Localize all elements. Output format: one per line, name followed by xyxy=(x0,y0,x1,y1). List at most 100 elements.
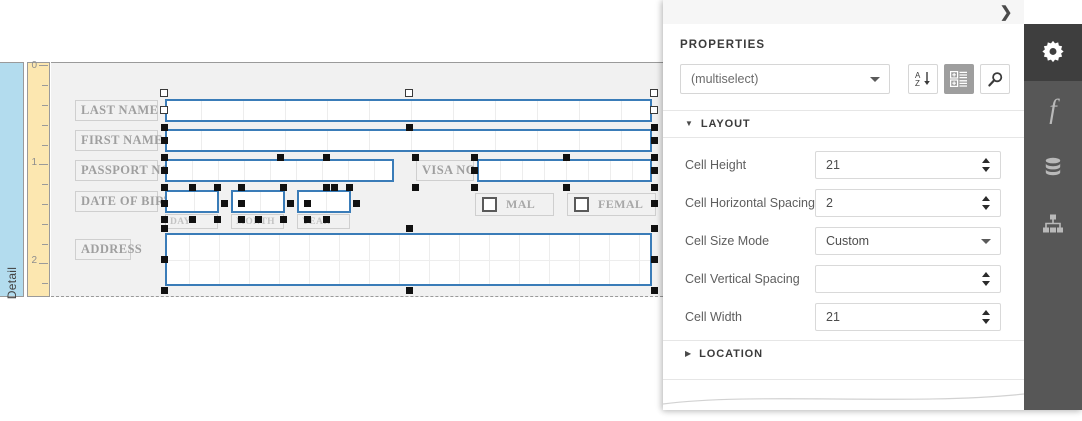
field-label-last-name[interactable]: LAST NAME xyxy=(75,100,158,121)
selection-handle[interactable] xyxy=(651,225,658,232)
selection-handle[interactable] xyxy=(161,184,168,191)
field-label-address[interactable]: ADDRESS xyxy=(75,239,142,260)
report-design-surface[interactable]: Detail 0 1 2 LAST NAME FIRST NAME PASSPO… xyxy=(0,60,663,299)
selection-handle[interactable] xyxy=(238,200,245,207)
checkbox-male[interactable]: MAL xyxy=(475,193,554,216)
selection-handle[interactable] xyxy=(277,154,284,161)
checkbox-box-icon xyxy=(574,197,589,212)
selection-handle[interactable] xyxy=(280,184,287,191)
selection-handle[interactable] xyxy=(161,225,168,232)
collapse-panel-icon[interactable]: ❯ xyxy=(999,3,1013,21)
selection-handle[interactable] xyxy=(255,216,262,223)
checkbox-female[interactable]: FEMAL xyxy=(567,193,656,216)
group-header-location[interactable]: ▶ LOCATION xyxy=(663,340,1024,367)
cell-width-input[interactable]: 21 xyxy=(815,303,1001,331)
spinner-icon[interactable] xyxy=(982,309,991,325)
search-properties-button[interactable] xyxy=(980,64,1010,94)
selection-handle[interactable] xyxy=(406,287,413,294)
spinner-icon[interactable] xyxy=(982,195,991,211)
property-label: Cell Vertical Spacing xyxy=(685,272,800,286)
selection-handle[interactable] xyxy=(304,216,311,223)
selection-handle[interactable] xyxy=(471,167,478,174)
selection-handle[interactable] xyxy=(651,287,658,294)
selection-handle[interactable] xyxy=(563,184,570,191)
spinner-icon[interactable] xyxy=(982,271,991,287)
selection-handle[interactable] xyxy=(214,184,221,191)
selection-handle[interactable] xyxy=(412,184,419,191)
selection-handle[interactable] xyxy=(161,287,168,294)
selection-handle[interactable] xyxy=(651,137,658,144)
rail-item-expressions[interactable]: f xyxy=(1024,81,1082,138)
selection-handle[interactable] xyxy=(323,216,330,223)
comb-field-year[interactable] xyxy=(297,190,351,213)
selection-handle[interactable] xyxy=(412,154,419,161)
field-label-visa-no[interactable]: VISA NO. xyxy=(416,160,479,181)
selection-handle[interactable] xyxy=(346,184,353,191)
comb-field-last-name[interactable] xyxy=(165,99,652,122)
cell-size-mode-select[interactable]: Custom xyxy=(815,227,1001,255)
rail-item-report-explorer[interactable] xyxy=(1024,195,1082,252)
selection-handle[interactable] xyxy=(189,216,196,223)
selection-handle[interactable] xyxy=(651,167,658,174)
comb-cells xyxy=(479,161,650,180)
comb-field-day[interactable] xyxy=(165,190,219,213)
design-canvas[interactable]: LAST NAME FIRST NAME PASSPORT NO. DATE O… xyxy=(51,62,663,297)
selection-handle[interactable] xyxy=(161,200,168,207)
selection-handle[interactable] xyxy=(651,124,658,131)
selection-handle[interactable] xyxy=(651,154,658,161)
rail-item-properties[interactable] xyxy=(1024,24,1082,81)
selection-handle[interactable] xyxy=(189,184,196,191)
selection-handle[interactable] xyxy=(563,154,570,161)
rail-item-data-source[interactable] xyxy=(1024,138,1082,195)
selection-handle[interactable] xyxy=(406,124,413,131)
selection-handle[interactable] xyxy=(651,256,658,263)
selection-handle[interactable] xyxy=(406,225,413,232)
cell-vertical-spacing-input[interactable] xyxy=(815,265,1001,293)
selection-handle[interactable] xyxy=(161,124,168,131)
selection-handle[interactable] xyxy=(323,154,330,161)
selection-handle[interactable] xyxy=(651,200,658,207)
selection-handle[interactable] xyxy=(471,154,478,161)
field-label-year[interactable]: YEAR xyxy=(297,214,350,229)
comb-field-address[interactable] xyxy=(165,233,652,286)
selection-handle[interactable] xyxy=(650,106,658,114)
object-select[interactable]: (multiselect) xyxy=(680,64,890,94)
selection-handle[interactable] xyxy=(221,200,228,207)
cell-horizontal-spacing-input[interactable]: 2 xyxy=(815,189,1001,217)
property-row-cell-horizontal-spacing: Cell Horizontal Spacing 2 xyxy=(663,184,1024,222)
selection-handle[interactable] xyxy=(331,184,338,191)
selection-handle[interactable] xyxy=(161,167,168,174)
selection-handle[interactable] xyxy=(304,200,311,207)
selection-handle[interactable] xyxy=(287,200,294,207)
selection-handle[interactable] xyxy=(280,216,287,223)
selection-handle[interactable] xyxy=(161,216,168,223)
selection-handle[interactable] xyxy=(405,89,413,97)
comb-field-passport-no[interactable] xyxy=(165,159,394,182)
selection-handle[interactable] xyxy=(161,256,168,263)
spinner-icon[interactable] xyxy=(982,157,991,173)
comb-field-first-name[interactable] xyxy=(165,129,652,152)
selection-handle[interactable] xyxy=(238,216,245,223)
selection-handle[interactable] xyxy=(650,89,658,97)
group-header-size[interactable]: ▶ SIZE xyxy=(663,379,1024,396)
selection-handle[interactable] xyxy=(161,137,168,144)
selection-handle[interactable] xyxy=(323,184,330,191)
categorized-view-button[interactable] xyxy=(944,64,974,94)
selection-handle[interactable] xyxy=(238,184,245,191)
group-header-layout[interactable]: ▼ LAYOUT xyxy=(663,110,1024,138)
cell-height-input[interactable]: 21 xyxy=(815,151,1001,179)
field-label-first-name[interactable]: FIRST NAME xyxy=(75,130,163,151)
selection-handle[interactable] xyxy=(214,216,221,223)
comb-field-visa-no[interactable] xyxy=(477,159,652,182)
band-detail[interactable]: Detail xyxy=(0,62,24,299)
selection-handle[interactable] xyxy=(160,106,168,114)
selection-handle[interactable] xyxy=(471,184,478,191)
selection-handle[interactable] xyxy=(160,89,168,97)
sort-alphabetical-button[interactable]: A Z xyxy=(908,64,938,94)
selection-handle[interactable] xyxy=(353,200,360,207)
field-label-date-of-birth[interactable]: DATE OF BIRTH xyxy=(75,191,183,212)
selection-handle[interactable] xyxy=(161,154,168,161)
selection-handle[interactable] xyxy=(651,184,658,191)
field-label-passport-no[interactable]: PASSPORT NO. xyxy=(75,160,174,181)
comb-field-month[interactable] xyxy=(231,190,285,213)
